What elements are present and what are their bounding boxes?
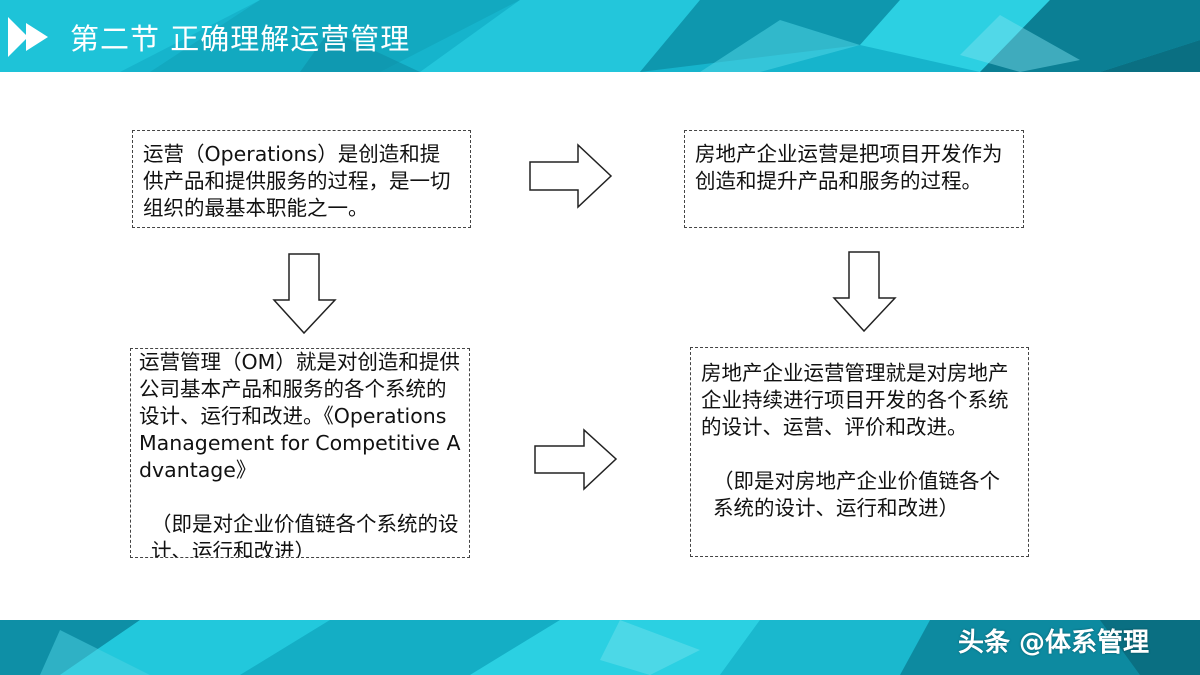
real-estate-om-note: （即是对房地产企业价值链各个系统的设计、运行和改进） [713, 469, 1000, 520]
real-estate-operations-box: 房地产企业运营是把项目开发作为创造和提升产品和服务的过程。 [684, 130, 1024, 228]
header-banner-pattern [0, 0, 1200, 72]
operations-definition-box: 运营（Operations）是创造和提供产品和提供服务的过程，是一切组织的最基本… [132, 130, 471, 228]
om-definition-box: 运营管理（OM）就是对创造和提供公司基本产品和服务的各个系统的设计、运行和改进。… [130, 348, 470, 558]
play-triangle-icon [8, 17, 48, 57]
watermark-text: 头条 @体系管理 [958, 628, 1150, 658]
footer-banner [0, 620, 1200, 675]
arrow-down-icon [832, 251, 897, 333]
footer-banner-pattern [0, 620, 1200, 675]
operations-definition-text: 运营（Operations）是创造和提供产品和提供服务的过程，是一切组织的最基本… [143, 142, 451, 220]
header-banner [0, 0, 1200, 72]
arrow-right-icon [529, 143, 613, 209]
om-definition-text: 运营管理（OM）就是对创造和提供公司基本产品和服务的各个系统的设计、运行和改进。… [139, 350, 461, 482]
arrow-right-icon [534, 428, 618, 491]
real-estate-om-text: 房地产企业运营管理就是对房地产企业持续进行项目开发的各个系统的设计、运营、评价和… [701, 361, 1009, 439]
page-title: 第二节 正确理解运营管理 [70, 22, 411, 56]
real-estate-om-box: 房地产企业运营管理就是对房地产企业持续进行项目开发的各个系统的设计、运营、评价和… [690, 347, 1029, 557]
om-definition-note: （即是对企业价值链各个系统的设计、运行和改进） [151, 512, 459, 558]
arrow-down-icon [272, 253, 337, 335]
real-estate-operations-text: 房地产企业运营是把项目开发作为创造和提升产品和服务的过程。 [695, 142, 1003, 193]
